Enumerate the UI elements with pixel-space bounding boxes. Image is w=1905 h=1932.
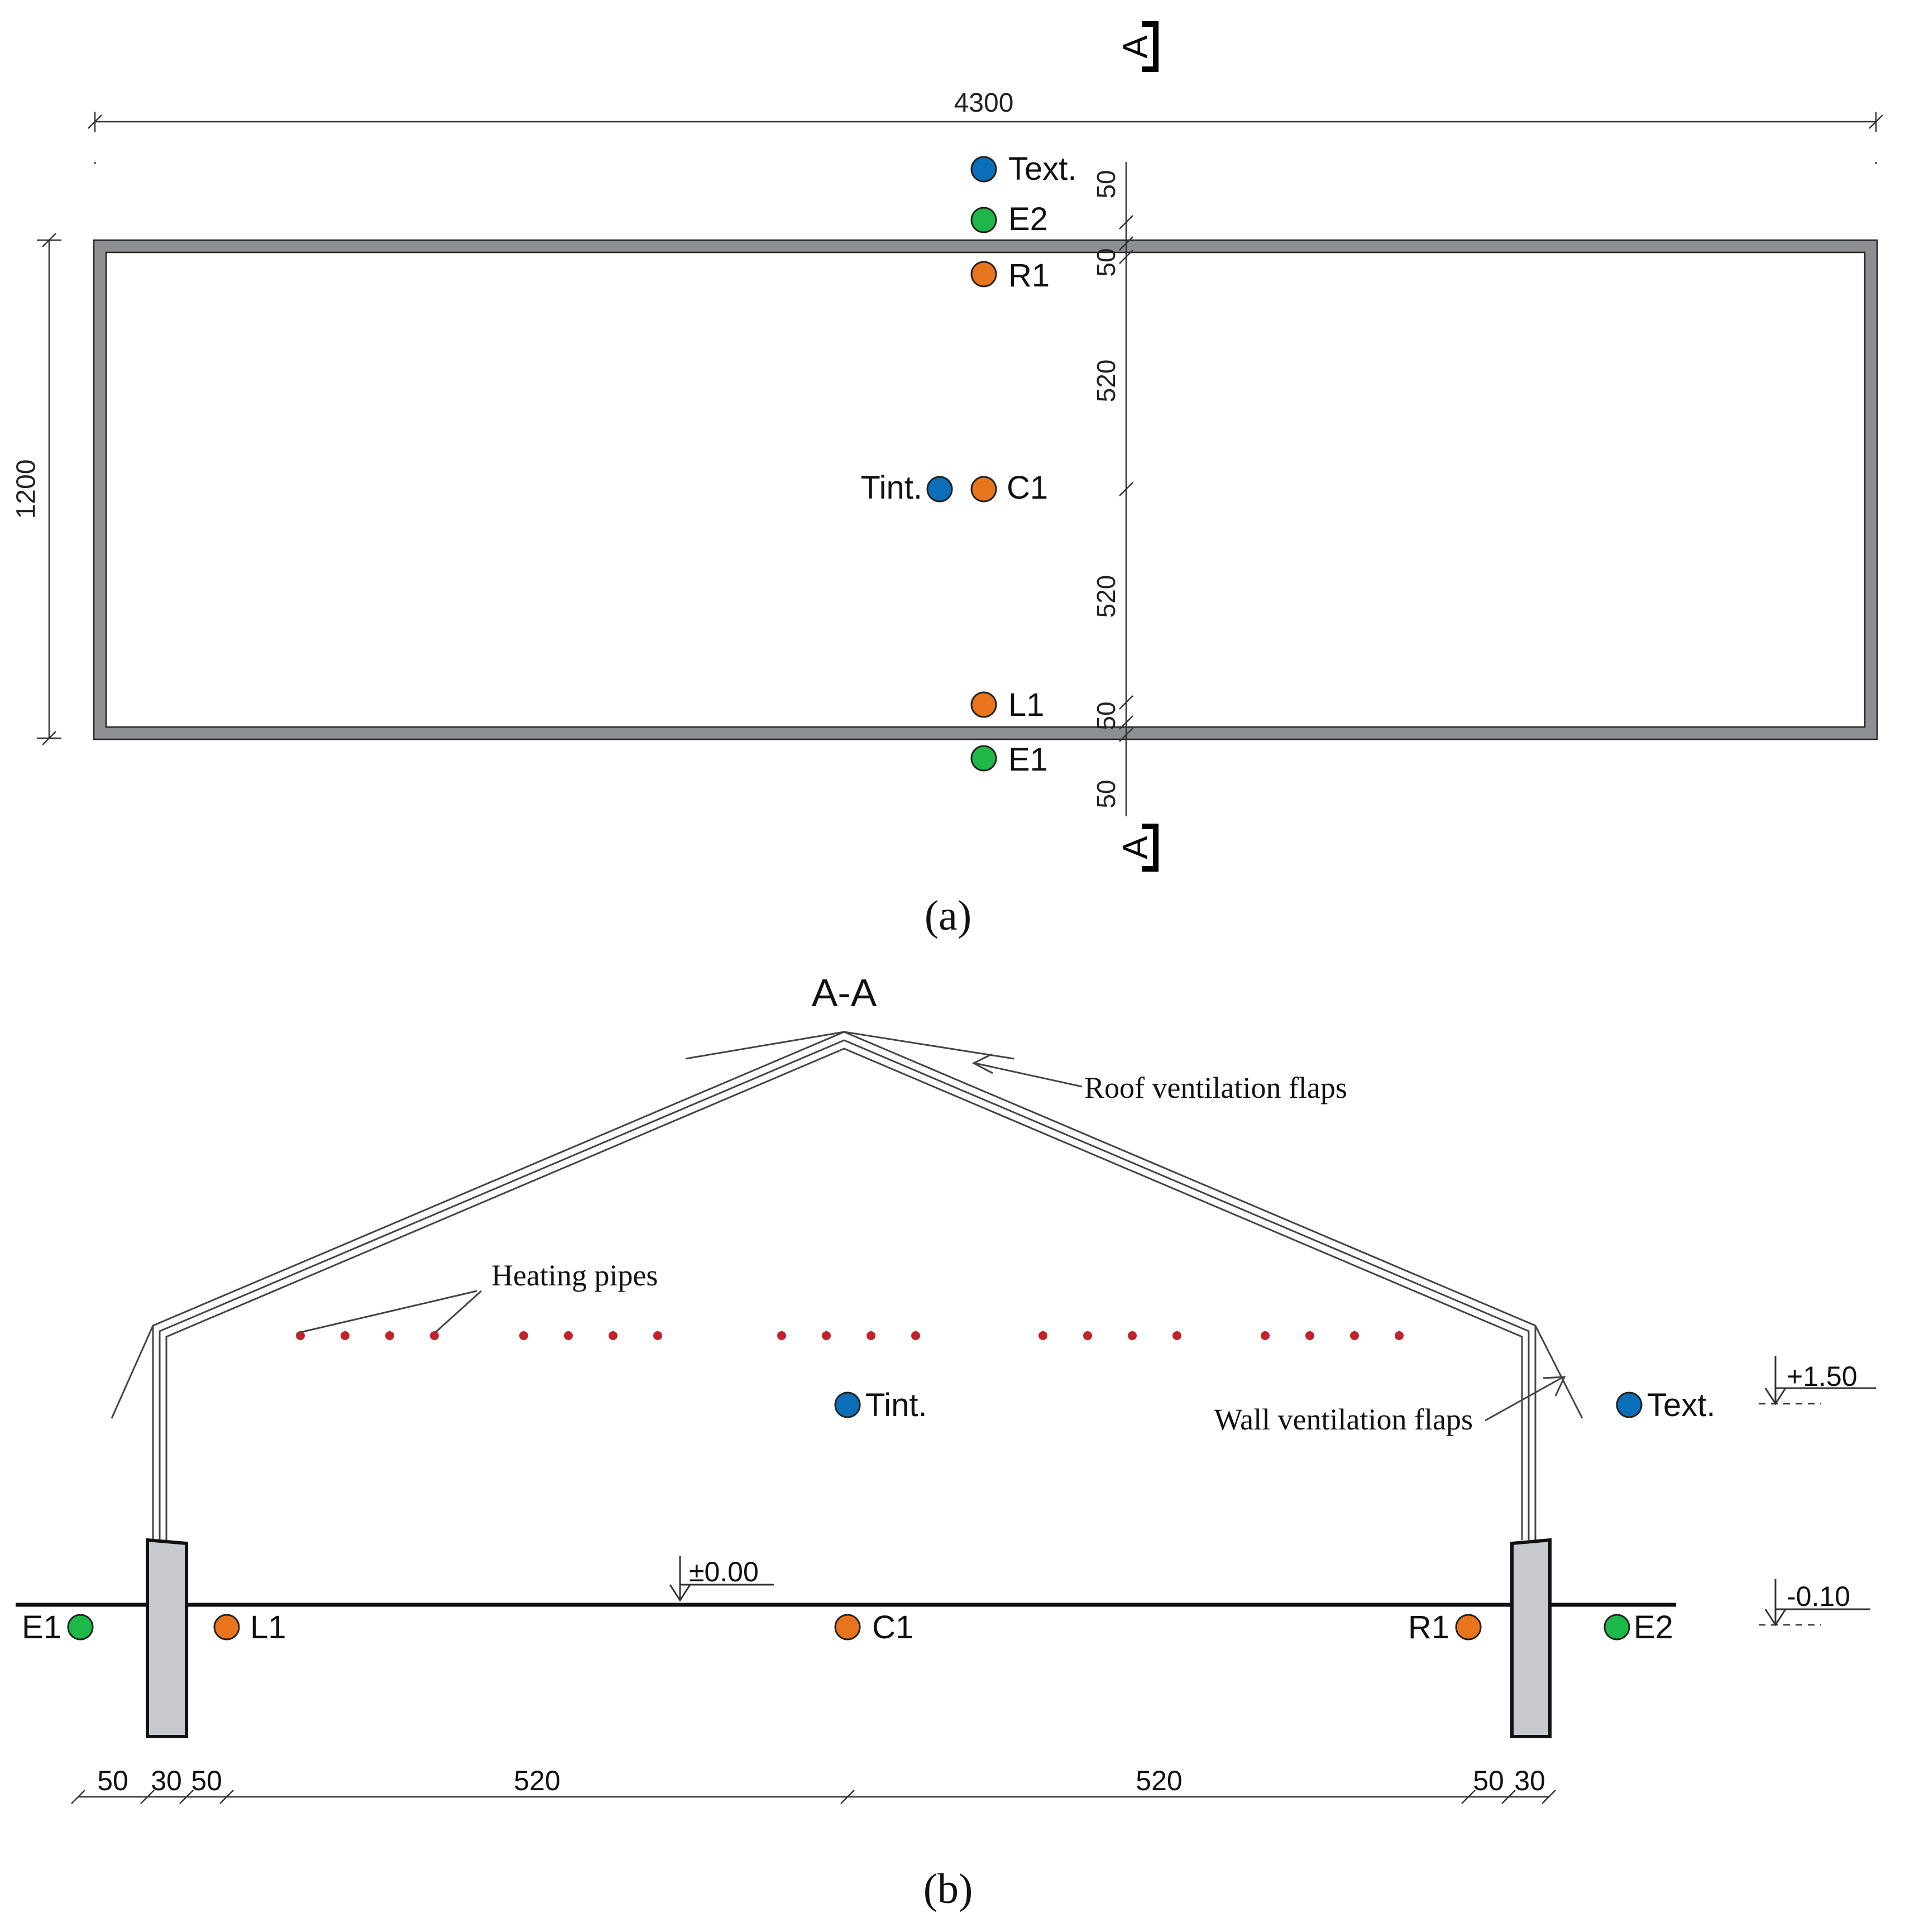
bdim-label: 30: [151, 1765, 182, 1796]
heating-pipes-callout: Heating pipes: [300, 1259, 658, 1333]
sensor-l1-plan: L1: [970, 687, 1045, 723]
bdim-label: 30: [1514, 1765, 1545, 1796]
wall-flaps-callout: Wall ventilation flaps: [1214, 1376, 1566, 1436]
sensor-r1-section: R1: [1408, 1609, 1482, 1646]
foundation-left: [146, 1538, 188, 1738]
vertical-dimension-chain: 50 50 520 520 50 50: [1092, 162, 1133, 816]
wall-flaps: [111, 1325, 1583, 1419]
heating-pipes-label: Heating pipes: [491, 1259, 658, 1292]
heating-pipe: [1172, 1331, 1181, 1340]
heating-pipe: [867, 1331, 875, 1340]
bottom-dimension-chain: 50 30 50 520 520 50 30: [71, 1765, 1556, 1804]
svg-text:R1: R1: [1408, 1609, 1449, 1646]
greenhouse-outline: [94, 240, 1877, 739]
section-marker-top: A: [1116, 21, 1159, 72]
heating-pipe: [385, 1331, 394, 1340]
vdim-label: 50: [1092, 248, 1121, 276]
wall-flaps-label: Wall ventilation flaps: [1214, 1403, 1473, 1436]
sensor-c1-plan: C1: [970, 470, 1048, 506]
heating-pipe: [1395, 1331, 1404, 1340]
svg-text:E2: E2: [1634, 1609, 1673, 1646]
heating-pipe: [296, 1331, 305, 1340]
vdim-label: 520: [1092, 360, 1121, 403]
heating-pipes: [296, 1331, 1404, 1340]
bdim-label: 50: [97, 1765, 128, 1796]
heating-pipe: [1305, 1331, 1314, 1340]
heating-pipe: [1038, 1331, 1047, 1340]
section-marker-bottom: A: [1116, 824, 1159, 872]
sensor-l1-section: L1: [213, 1609, 286, 1646]
sensor-text-section: Text.: [1616, 1387, 1716, 1423]
heating-pipe: [1128, 1331, 1137, 1340]
heating-pipe: [564, 1331, 573, 1340]
level-marker-ground: -0.10: [1759, 1579, 1870, 1627]
svg-text:R1: R1: [1008, 257, 1050, 294]
roof-flaps-callout: Roof ventilation flaps: [971, 1053, 1347, 1104]
svg-text:Text.: Text.: [1008, 151, 1077, 187]
vdim-label: 50: [1092, 780, 1121, 808]
heating-pipe: [911, 1331, 920, 1340]
level-marker-zero: ±0.00: [669, 1556, 774, 1602]
svg-text:Tint.: Tint.: [865, 1387, 927, 1423]
svg-text:L1: L1: [1008, 687, 1045, 723]
sensor-e1-plan: E1: [970, 742, 1048, 778]
heating-pipe: [777, 1331, 786, 1340]
level-marker-top: +1.50: [1759, 1356, 1876, 1405]
heating-pipe: [1083, 1331, 1092, 1340]
sensor-c1-section: C1: [834, 1609, 913, 1646]
heating-pipe: [519, 1331, 528, 1340]
svg-text:E2: E2: [1008, 201, 1048, 237]
level-ground-label: -0.10: [1787, 1581, 1850, 1612]
sensor-e2-plan: E2: [970, 201, 1048, 237]
vdim-label: 50: [1092, 170, 1121, 198]
plan-view: A A 4300 1200: [12, 21, 1883, 939]
svg-text:E1: E1: [22, 1609, 61, 1646]
heating-pipe: [1350, 1331, 1359, 1340]
section-title: A-A: [812, 971, 877, 1015]
heating-pipe: [1261, 1331, 1270, 1340]
heating-pipe: [653, 1331, 662, 1340]
svg-text:L1: L1: [250, 1609, 286, 1646]
sensor-tint-plan: Tint.: [860, 470, 953, 506]
svg-text:E1: E1: [1008, 742, 1048, 778]
sensor-e1-section: E1: [22, 1609, 94, 1646]
greenhouse-frame: [152, 1031, 1537, 1540]
level-zero-label: ±0.00: [689, 1556, 759, 1587]
heating-pipe: [609, 1331, 618, 1340]
section-view: A-A Heatin: [16, 971, 1876, 1912]
caption-a: (a): [925, 892, 971, 939]
bdim-label: 520: [1136, 1765, 1182, 1796]
svg-text:Text.: Text.: [1647, 1387, 1716, 1423]
vdim-label: 520: [1092, 575, 1121, 618]
width-dimension: 4300: [88, 88, 1883, 164]
sensor-r1-plan: R1: [970, 257, 1050, 294]
bdim-label: 50: [1473, 1765, 1504, 1796]
vdim-label: 50: [1092, 701, 1121, 730]
height-dim-label: 1200: [12, 460, 41, 519]
svg-text:C1: C1: [872, 1609, 913, 1646]
height-dimension: 1200: [12, 233, 61, 745]
sensor-tint-section: Tint.: [834, 1387, 927, 1423]
heating-pipe: [822, 1331, 831, 1340]
width-dim-label: 4300: [954, 88, 1014, 118]
level-top-label: +1.50: [1787, 1361, 1858, 1392]
roof-flaps: [685, 1031, 1014, 1060]
heating-pipe: [430, 1331, 439, 1340]
section-mark-label: A: [1116, 35, 1155, 59]
caption-b: (b): [923, 1866, 973, 1912]
bdim-label: 520: [514, 1765, 560, 1796]
heating-pipe: [341, 1331, 350, 1340]
roof-flaps-label: Roof ventilation flaps: [1084, 1071, 1347, 1104]
sensor-e2-section: E2: [1604, 1609, 1673, 1646]
sensor-text-plan: Text.: [970, 151, 1077, 187]
section-mark-label: A: [1116, 836, 1155, 859]
svg-text:Tint.: Tint.: [860, 470, 922, 506]
svg-text:C1: C1: [1007, 470, 1048, 506]
foundation-right: [1510, 1538, 1552, 1738]
bdim-label: 50: [191, 1765, 222, 1796]
